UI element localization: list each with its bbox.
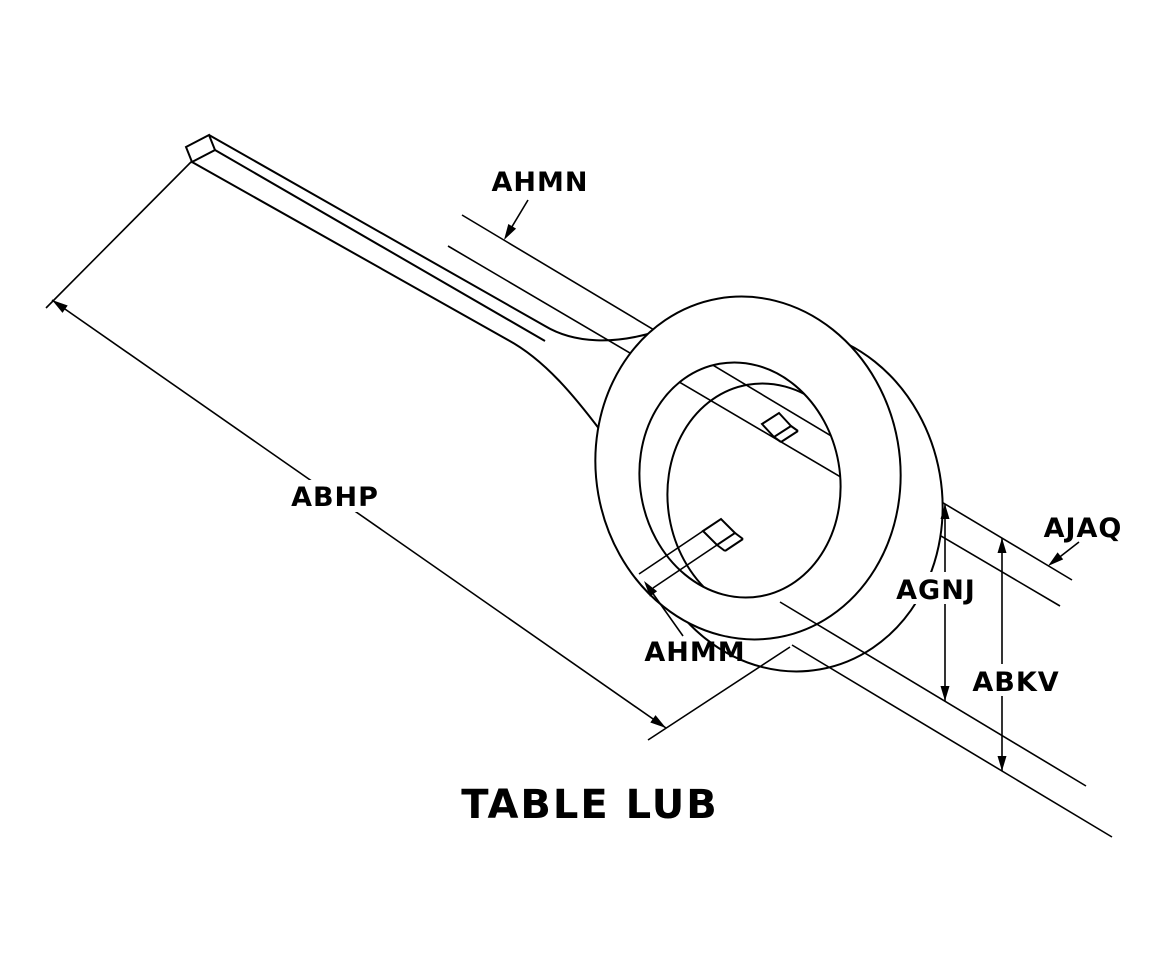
abhp-arrowhead-lower bbox=[650, 715, 666, 728]
lug-depth-edge bbox=[790, 425, 799, 432]
abhp-extension-line-top bbox=[45, 160, 193, 309]
width-reference-line-lower-bore bbox=[621, 346, 859, 607]
agnj-label-gap bbox=[888, 572, 984, 604]
dim-label-ajaq: AJAQ bbox=[1044, 513, 1123, 544]
lug-back-edge bbox=[724, 538, 744, 552]
bore-diameter-extension-line bbox=[779, 601, 1087, 787]
ahmn-arrowhead bbox=[504, 224, 517, 240]
ahmm-arrowhead bbox=[644, 581, 658, 597]
ajaq-arrowhead bbox=[1048, 552, 1064, 566]
handle-top-edge bbox=[208, 134, 656, 342]
ahmm-extension-line-1 bbox=[638, 530, 704, 575]
abhp-dimension-line bbox=[51, 299, 667, 729]
lug-back-edge bbox=[780, 430, 799, 443]
width-reference-line-upper-bore bbox=[621, 346, 859, 581]
wrench-part bbox=[184, 133, 1073, 673]
abkv-arrowhead-top bbox=[997, 538, 1007, 553]
lug-depth-edge bbox=[716, 544, 726, 552]
abhp-label-gap bbox=[276, 480, 394, 512]
agnj-arrowhead-bottom bbox=[940, 686, 950, 701]
drive-lug-lower bbox=[701, 517, 744, 552]
ahmm-extension-line-2 bbox=[652, 544, 718, 589]
lug-depth-edge bbox=[773, 436, 782, 443]
figure-title: TABLE LUB bbox=[461, 782, 718, 828]
abhp-arrowhead-upper bbox=[52, 300, 68, 313]
lug-depth-edge bbox=[734, 532, 744, 540]
handle-end-cap bbox=[184, 133, 217, 164]
outer-diameter-extension-line bbox=[791, 644, 1113, 838]
drive-lug-upper bbox=[760, 411, 799, 443]
dimension-annotations: ABHP AHMN AHMM AGNJ ABKV bbox=[45, 160, 1123, 838]
handle-bottom-edge bbox=[191, 161, 601, 431]
handle-corner-edge bbox=[214, 149, 546, 342]
abkv-label-gap bbox=[962, 664, 1064, 696]
abkv-arrowhead-bottom bbox=[997, 756, 1007, 771]
agnj-arrowhead-top bbox=[940, 504, 950, 519]
dim-label-ahmn: AHMN bbox=[492, 167, 589, 198]
bore-inner-wall-arc bbox=[666, 382, 859, 614]
dim-label-abhp: ABHP bbox=[291, 482, 379, 513]
dim-label-ahmm: AHMM bbox=[644, 637, 745, 668]
abhp-extension-line-bottom bbox=[647, 646, 791, 741]
dim-label-agnj: AGNJ bbox=[896, 575, 976, 606]
ahmm-leader-line bbox=[648, 587, 684, 637]
dim-label-abkv: ABKV bbox=[972, 667, 1059, 698]
